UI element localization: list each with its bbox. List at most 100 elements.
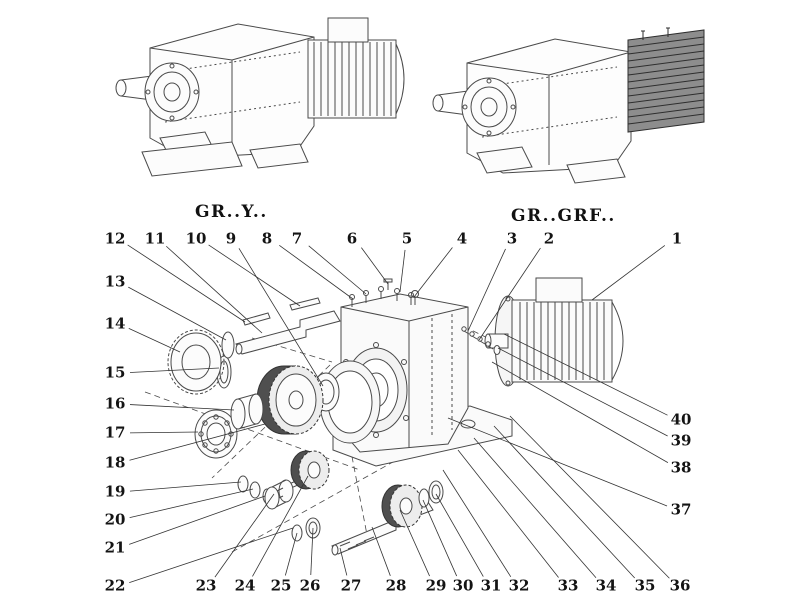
- leader-line-3: [467, 248, 506, 332]
- leader-line-12: [127, 244, 246, 323]
- callout-39: 39: [670, 431, 692, 450]
- leader-line-35: [493, 425, 635, 579]
- callout-27: 27: [340, 576, 362, 595]
- callout-37: 37: [670, 500, 692, 519]
- oil-seal: [221, 331, 235, 359]
- leader-line-16: [129, 404, 235, 411]
- leader-line-2: [478, 247, 541, 341]
- leader-line-4: [413, 247, 453, 298]
- callout-36: 36: [669, 576, 691, 595]
- leader-line-14: [128, 327, 181, 353]
- leader-line-38: [491, 361, 669, 463]
- intermediate-gear: [290, 450, 330, 490]
- leader-line-37: [447, 417, 668, 507]
- callout-8: 8: [261, 229, 273, 248]
- leader-line-13: [128, 286, 227, 341]
- leader-line-6: [361, 247, 389, 285]
- callout-16: 16: [104, 394, 126, 413]
- callout-31: 31: [480, 576, 502, 595]
- callout-32: 32: [508, 576, 530, 595]
- leader-line-20: [129, 488, 254, 518]
- eye-bolt: [411, 290, 419, 305]
- callout-26: 26: [299, 576, 321, 595]
- leader-line-33: [457, 449, 559, 578]
- housing-top-bolts: [349, 278, 419, 307]
- callout-23: 23: [195, 576, 217, 595]
- leader-line-10: [208, 244, 301, 307]
- callout-21: 21: [104, 538, 126, 557]
- callout-40: 40: [670, 410, 692, 429]
- leader-line-19: [129, 481, 242, 492]
- callout-1: 1: [671, 229, 683, 248]
- leader-line-18: [129, 423, 266, 461]
- callout-19: 19: [104, 482, 126, 501]
- callout-10: 10: [185, 229, 207, 248]
- callout-2: 2: [543, 229, 555, 248]
- flange-bolts: [461, 326, 501, 355]
- lower-gear: [381, 484, 423, 528]
- callout-22: 22: [104, 576, 126, 595]
- motor: [484, 277, 624, 387]
- callout-17: 17: [104, 423, 126, 442]
- leader-line-25: [284, 532, 298, 576]
- callout-38: 38: [670, 458, 692, 477]
- callout-5: 5: [401, 229, 413, 248]
- spacer-bushing: [230, 393, 264, 430]
- leader-line-9: [238, 248, 324, 387]
- callout-12: 12: [104, 229, 126, 248]
- callout-14: 14: [104, 314, 126, 333]
- leader-line-34: [473, 437, 597, 579]
- output-shaft: [235, 297, 341, 355]
- lower-washers: [291, 517, 321, 542]
- leader-line-31: [435, 493, 484, 577]
- callout-4: 4: [456, 229, 468, 248]
- callout-13: 13: [104, 272, 126, 291]
- leader-line-30: [422, 499, 458, 577]
- leader-line-29: [399, 509, 430, 577]
- callout-24: 24: [234, 576, 256, 595]
- callout-33: 33: [557, 576, 579, 595]
- leader-line-40: [503, 333, 668, 416]
- ball-bearing: [194, 409, 238, 459]
- callout-28: 28: [385, 576, 407, 595]
- leader-line-1: [591, 245, 666, 301]
- large-gear: [256, 365, 324, 435]
- callout-9: 9: [225, 229, 237, 248]
- leader-line-36: [509, 415, 670, 579]
- leader-line-28: [371, 526, 391, 576]
- callout-3: 3: [506, 229, 518, 248]
- callout-30: 30: [452, 576, 474, 595]
- leader-line-22: [129, 527, 294, 583]
- callout-11: 11: [144, 229, 166, 248]
- leader-line-7: [308, 245, 367, 295]
- callout-29: 29: [425, 576, 447, 595]
- callout-7: 7: [291, 229, 303, 248]
- callout-35: 35: [634, 576, 656, 595]
- leader-line-32: [442, 469, 512, 578]
- callout-6: 6: [346, 229, 358, 248]
- leader-line-15: [129, 367, 220, 373]
- leader-line-11: [166, 245, 263, 334]
- leader-line-17: [129, 431, 199, 434]
- leader-line-21: [129, 495, 266, 545]
- callout-34: 34: [595, 576, 617, 595]
- assembled-view-gr-grf: [432, 27, 705, 184]
- leader-line-24: [252, 475, 309, 577]
- assembled-view-gr-y: [115, 17, 405, 177]
- exploded-assembly: [144, 277, 624, 556]
- callout-18: 18: [104, 453, 126, 472]
- callout-20: 20: [104, 510, 126, 529]
- variant-label-gr-grf: GR..GRF..: [511, 206, 616, 226]
- leader-line-26: [310, 527, 314, 576]
- callout-15: 15: [104, 363, 126, 382]
- callout-25: 25: [270, 576, 292, 595]
- leader-lines: [127, 244, 670, 583]
- bearing-ring: [167, 329, 225, 395]
- variant-label-gr-y: GR..Y..: [195, 202, 268, 222]
- leader-line-5: [399, 249, 406, 293]
- leader-line-23: [214, 493, 275, 578]
- shaft-key-2: [289, 297, 321, 311]
- leader-line-27: [339, 547, 348, 576]
